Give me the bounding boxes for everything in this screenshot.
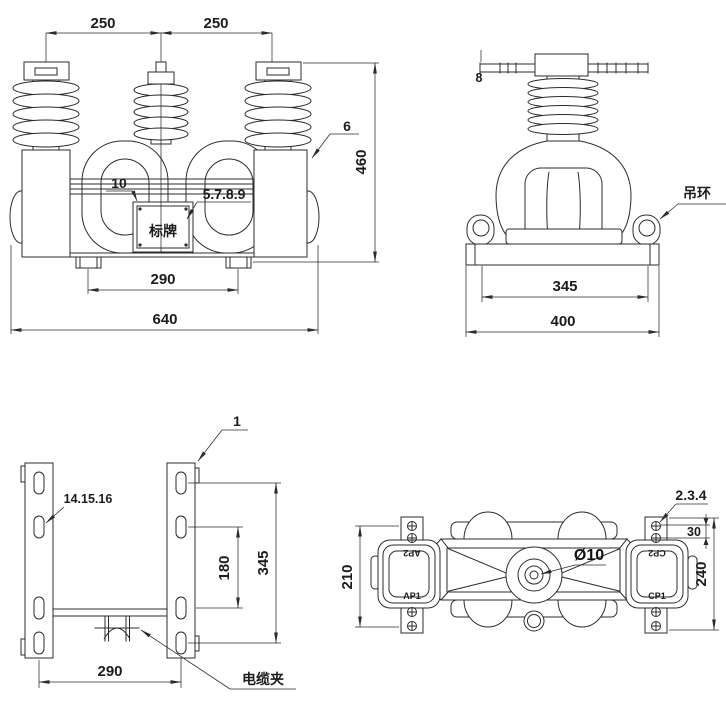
- terminal-block-left: AP2 AP1: [370, 539, 441, 609]
- dim-text-180: 180: [216, 555, 233, 580]
- lifting-ring-left: [466, 214, 495, 246]
- svg-text:Ø10: Ø10: [574, 547, 604, 564]
- dim-text-210: 210: [339, 564, 356, 589]
- callout-10: 10: [106, 175, 138, 202]
- terminal-cap-side: [534, 53, 589, 77]
- dim-slot-inner-180: 180: [188, 526, 243, 609]
- dim-foot-span-290: 290: [87, 269, 239, 294]
- terminal-cap-left: [23, 61, 70, 81]
- callout-cable-clamp: 电缆夹: [140, 629, 296, 690]
- body-ledge: [505, 228, 623, 245]
- svg-text:14.15.16: 14.15.16: [64, 492, 113, 506]
- cable-clamp: [94, 615, 140, 642]
- top-view: AP2 AP1 CP2 CP1: [339, 487, 719, 634]
- dim-text-30: 30: [687, 525, 701, 539]
- terminal-label-ap2: AP2: [403, 548, 421, 558]
- svg-text:8: 8: [476, 71, 483, 85]
- side-base: [465, 243, 660, 266]
- callout-141516: 14.15.16: [45, 492, 113, 524]
- svg-text:5.7.8.9: 5.7.8.9: [203, 186, 246, 202]
- coil-dome: [557, 511, 607, 540]
- dim-left-210: 210: [339, 525, 399, 628]
- dim-bushing-spacing: 250 250: [45, 15, 273, 62]
- terminal-screws: [407, 521, 661, 631]
- bracket-rail-right: [166, 462, 196, 659]
- nameplate: [132, 201, 194, 253]
- svg-text:10: 10: [111, 175, 127, 191]
- dim-screw-gap-30: 30: [661, 514, 710, 549]
- callout-8: 8: [476, 50, 483, 85]
- center-hole: [505, 546, 563, 604]
- terminal-block-right: CP2 CP1: [625, 539, 698, 609]
- winding-lines: [69, 178, 255, 195]
- dim-text-b345: 345: [255, 550, 272, 575]
- dim-text-b290: 290: [97, 663, 122, 680]
- bushing-right: [244, 61, 312, 151]
- chamfer-lines: [440, 538, 628, 601]
- bracket-rail-left: [24, 462, 54, 659]
- svg-text:吊环: 吊环: [683, 185, 711, 201]
- callout-lifting-ring: 吊环: [659, 185, 726, 220]
- bracket-slots: [33, 471, 187, 655]
- dim-base-width-400: 400: [465, 266, 660, 337]
- dim-total-width-640: 640: [10, 245, 319, 334]
- dim-slot-span-345: 345: [188, 482, 281, 644]
- nameplate-label: 标牌: [148, 223, 177, 239]
- dim-bracket-width-290: 290: [38, 658, 182, 688]
- mounting-foot-right: [225, 256, 252, 269]
- callout-hole-dia: Ø10: [540, 547, 606, 575]
- terminal-label-cp1: CP1: [648, 591, 666, 601]
- callout-1: 1: [197, 413, 248, 462]
- dim-right-240: 240: [669, 517, 719, 631]
- bushing-side: [527, 75, 599, 143]
- dim-text-400: 400: [550, 313, 575, 330]
- svg-text:2.3.4: 2.3.4: [675, 487, 706, 503]
- bracket-crossbar: [52, 608, 168, 617]
- dim-text-240: 240: [693, 561, 710, 586]
- dim-text-345: 345: [552, 278, 577, 295]
- coil-dome: [463, 511, 513, 540]
- dim-text-640: 640: [152, 311, 177, 328]
- dim-text-290: 290: [150, 271, 175, 288]
- bracket-view: 1 14.15.16 345 180 290: [20, 413, 296, 690]
- dim-base-inner-345: 345: [481, 266, 649, 302]
- terminal-label-ap1: AP1: [403, 591, 421, 601]
- terminal-label-cp2: CP2: [648, 548, 666, 558]
- coil-dome: [463, 599, 513, 628]
- terminal-cap-right: [255, 61, 302, 81]
- callout-5789: 5.7.8.9: [186, 186, 251, 220]
- bushing-column-right: [253, 149, 308, 258]
- lifting-ring-right: [632, 214, 661, 246]
- small-hole: [523, 610, 545, 632]
- mounting-foot-left: [75, 256, 102, 269]
- callout-234: 2.3.4: [659, 487, 708, 523]
- svg-text:电缆夹: 电缆夹: [242, 671, 284, 687]
- side-view: 8: [465, 50, 726, 337]
- front-view: 标牌 250 250 460 290: [9, 15, 379, 334]
- svg-text:1: 1: [233, 413, 241, 429]
- bushing-column-left: [21, 149, 71, 258]
- coil-dome: [557, 599, 607, 628]
- dim-text-250-right: 250: [203, 15, 228, 32]
- dim-text-460: 460: [353, 149, 370, 174]
- svg-text:6: 6: [343, 118, 351, 134]
- bushing-left: [12, 61, 80, 151]
- dim-text-250-left: 250: [90, 15, 115, 32]
- dim-height-460: 460: [253, 62, 379, 263]
- callout-6: 6: [311, 118, 359, 159]
